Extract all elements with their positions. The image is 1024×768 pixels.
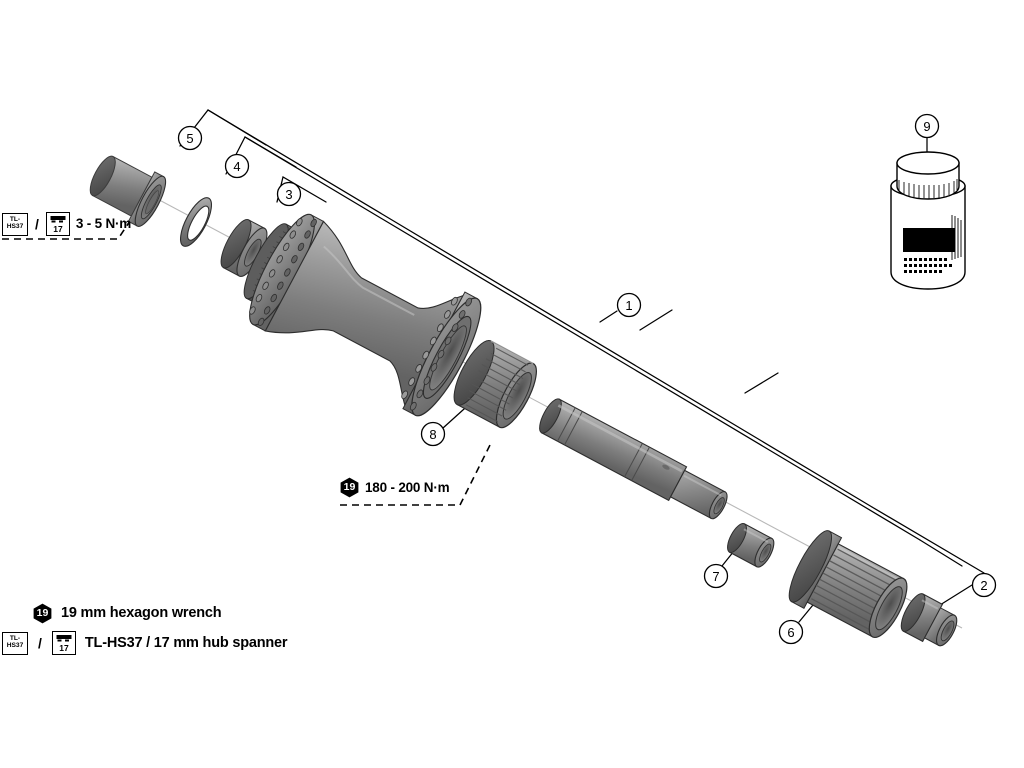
torque-spec-spanner: TL- HS37 / 17 3 - 5 N·m — [2, 212, 131, 236]
part-1-hub-shell — [243, 213, 482, 417]
callout-balloon-1[interactable]: 1 — [616, 292, 642, 318]
hex-19-icon: 19 — [340, 477, 359, 498]
tl-hs37-line1: TL- — [9, 216, 21, 224]
callout-number-5: 5 — [186, 131, 193, 146]
torque-value-hex: 180 - 200 N·m — [365, 479, 450, 495]
callout-balloon-9[interactable]: 9 — [914, 113, 940, 139]
spanner-glyph: 17 — [56, 635, 72, 653]
tl-hs37-line2: HS37 — [6, 642, 24, 649]
part-7-spacer — [727, 523, 775, 568]
callout-number-3: 3 — [285, 187, 292, 202]
callout-balloon-3[interactable]: 3 — [276, 181, 302, 207]
torque-leader-dashed — [2, 205, 493, 506]
part-6-freehub-body — [788, 530, 908, 638]
hex-size-label: 19 — [343, 481, 356, 494]
tool-separator: / — [35, 216, 39, 232]
callout-leader-lines — [179, 109, 985, 623]
legend-label-tl-hs37: TL-HS37 / 17 mm hub spanner — [84, 634, 288, 651]
hub-spanner-17-icon: 17 — [45, 212, 70, 236]
torque-value-spanner: 3 - 5 N·m — [75, 216, 132, 232]
callout-number-4: 4 — [233, 159, 240, 174]
part-4-seal-ring — [180, 197, 212, 247]
callout-number-9: 9 — [923, 119, 930, 134]
part-9-grease-jar — [890, 151, 966, 290]
legend-label-hex-19: 19 mm hexagon wrench — [61, 605, 222, 622]
tl-hs37-icon: TL- HS37 — [2, 631, 28, 655]
callout-number-1: 1 — [625, 298, 632, 313]
tool-separator: / — [38, 635, 42, 651]
callout-number-7: 7 — [712, 569, 719, 584]
legend-row-hex-19: 19 19 mm hexagon wrench — [33, 603, 222, 624]
part-8-lock-ring — [453, 340, 537, 429]
callout-balloon-4[interactable]: 4 — [224, 153, 250, 179]
callout-number-8: 8 — [429, 427, 436, 442]
hex-glyph — [33, 603, 52, 624]
spanner-size-label: 17 — [53, 224, 63, 234]
part-5-end-cap — [89, 155, 167, 227]
tl-hs37-line2: HS37 — [6, 223, 24, 230]
hex-19-icon: 19 — [33, 603, 52, 624]
hex-size-label: 19 — [36, 607, 49, 620]
spanner-glyph: 17 — [50, 216, 66, 234]
part-2-end-cap — [900, 593, 958, 647]
callout-balloon-7[interactable]: 7 — [703, 563, 729, 589]
callout-balloon-2[interactable]: 2 — [971, 572, 997, 598]
callout-number-2: 2 — [980, 578, 987, 593]
callout-number-6: 6 — [787, 625, 794, 640]
torque-spec-hex: 19 180 - 200 N·m — [340, 477, 450, 498]
callout-balloons: 1 2 3 4 5 6 7 — [177, 113, 997, 645]
part-1-axle-shaft — [539, 398, 728, 520]
tl-hs37-icon: TL- HS37 — [2, 212, 28, 236]
hub-spanner-17-icon: 17 — [51, 631, 76, 655]
legend-row-tl-hs37: TL- HS37 / 17 TL-HS37 / 17 mm hub spanne… — [2, 631, 288, 655]
callout-balloon-6[interactable]: 6 — [778, 619, 804, 645]
callout-balloon-5[interactable]: 5 — [177, 125, 203, 151]
tl-hs37-line1: TL- — [9, 635, 21, 643]
spanner-size-label: 17 — [59, 643, 69, 653]
part-3-bearing-ring — [220, 219, 268, 277]
hex-glyph — [340, 477, 359, 498]
callout-balloon-8[interactable]: 8 — [420, 421, 446, 447]
